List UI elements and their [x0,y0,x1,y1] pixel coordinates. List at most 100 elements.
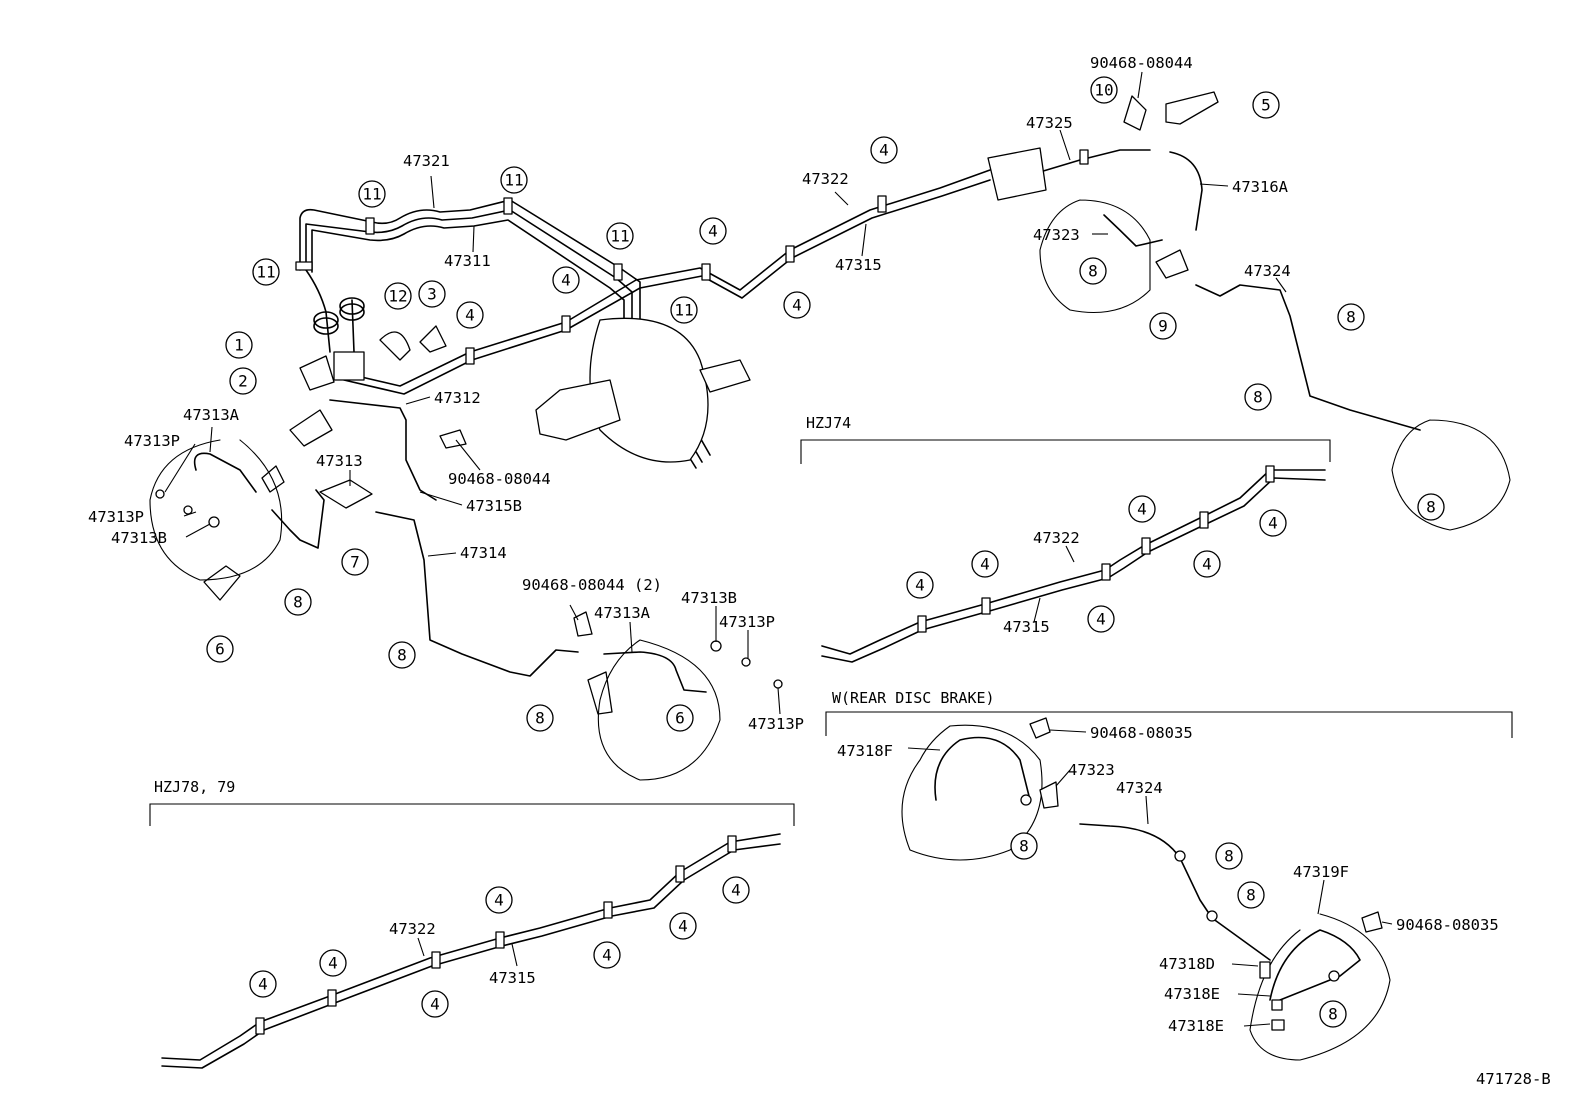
hzj74-inset [800,439,1331,663]
hzj74-pipe-47315 [821,477,1326,663]
callout-4: 4 [485,886,513,914]
label-47319F: 47319F [1293,863,1349,881]
clamp [877,195,887,213]
clamp [603,901,613,919]
callout-text: 11 [256,263,275,282]
bolt-47313B [710,640,722,652]
clip-90468-2 [573,611,593,637]
bracket-6 [203,565,241,601]
label-47313A: 47313A [183,406,240,424]
section-title-hzj74: HZJ74 [806,414,851,432]
label-90468-08044: 90468-08044 [448,470,551,488]
label-47311: 47311 [444,252,491,270]
callout-8: 8 [1319,1000,1347,1028]
clip-90468-08035-b [1361,911,1383,933]
callout-4: 4 [456,301,484,329]
label-90468-08035: 90468-08035 [1090,724,1193,742]
label-47315: 47315 [835,256,882,274]
callout-text: 8 [1246,886,1256,905]
main-clamps [295,149,1089,365]
clamp [255,1017,265,1035]
pipe-47324-disc [1079,823,1271,961]
callout-6: 6 [666,704,694,732]
pipe-47314 [375,511,579,677]
callout-4: 4 [1087,605,1115,633]
label-47318E: 47318E [1168,1017,1224,1035]
clamp [785,245,795,263]
washer-47318E-2 [1271,1019,1285,1031]
plate-front-left [149,439,283,581]
callout-markers: 11 11 11 11 11 12 3 4 4 4 4 4 1 2 7 8 6 … [206,76,1445,1028]
label-47313A: 47313A [594,604,651,622]
bracket-3 [419,325,447,353]
label-47322: 47322 [802,170,849,188]
callout-4: 4 [593,941,621,969]
callout-text: 8 [1328,1005,1338,1024]
callout-4: 4 [669,912,697,940]
callout-8: 8 [388,641,416,669]
callout-text: 4 [708,222,718,241]
callout-11: 11 [358,180,386,208]
clamp [1079,149,1089,165]
clamp [1199,511,1209,529]
clamp [981,597,991,615]
bracket-1 [299,355,335,391]
label-47324: 47324 [1116,779,1163,797]
callout-4: 4 [870,136,898,164]
rear-junction [987,147,1047,201]
label-90468-08044-2: 90468-08044 (2) [522,576,662,594]
pipe-47322-main [339,169,991,387]
callout-text: 4 [430,995,440,1014]
hose-47319F [1269,929,1361,1001]
nut-47313P-2 [773,679,783,689]
callout-2: 2 [229,367,257,395]
callout-4: 4 [906,571,934,599]
callout-text: 11 [610,227,629,246]
callout-text: 8 [1019,837,1029,856]
washer-47313P [183,505,193,515]
clamp [327,989,337,1007]
callout-text: 8 [1224,847,1234,866]
callout-8: 8 [1337,303,1365,331]
callout-4: 4 [319,949,347,977]
callout-text: 6 [675,709,685,728]
callout-4: 4 [783,291,811,319]
callout-8: 8 [1079,257,1107,285]
bracket-rear-6 [587,671,613,715]
bracket-2 [289,409,333,447]
nut-47313P-front [155,489,165,499]
main-pipes [271,149,1421,677]
callout-11: 11 [252,258,280,286]
clamp [561,315,571,333]
callout-4: 4 [1259,509,1287,537]
callout-text: 8 [1426,498,1436,517]
callout-text: 11 [362,185,381,204]
callout-text: 4 [602,946,612,965]
callout-text: 12 [388,287,407,306]
callout-text: 4 [328,954,338,973]
callout-text: 7 [350,553,360,572]
label-47325: 47325 [1026,114,1073,132]
label-90468-08044: 90468-08044 [1090,54,1193,72]
small-parts [155,91,1219,715]
clamp [727,835,737,853]
clamp [365,217,375,235]
section-title-hzj78: HZJ78, 79 [154,778,235,796]
pipe-47311b [311,219,697,469]
clip-90468-top [1123,95,1147,131]
label-47315: 47315 [1003,618,1050,636]
callout-8: 8 [1215,842,1243,870]
label-47313B: 47313B [681,589,737,607]
label-47324: 47324 [1244,262,1291,280]
clamp [495,931,505,949]
callout-4: 4 [552,266,580,294]
callout-text: 3 [427,285,437,304]
callout-12: 12 [384,282,412,310]
clamp [1206,910,1218,922]
bolt-47313B-front [208,516,220,528]
label-47313B: 47313B [111,529,167,547]
junction-block [333,351,365,381]
label-47321: 47321 [403,152,450,170]
label-47312: 47312 [434,389,481,407]
label-47318E: 47318E [1164,985,1220,1003]
